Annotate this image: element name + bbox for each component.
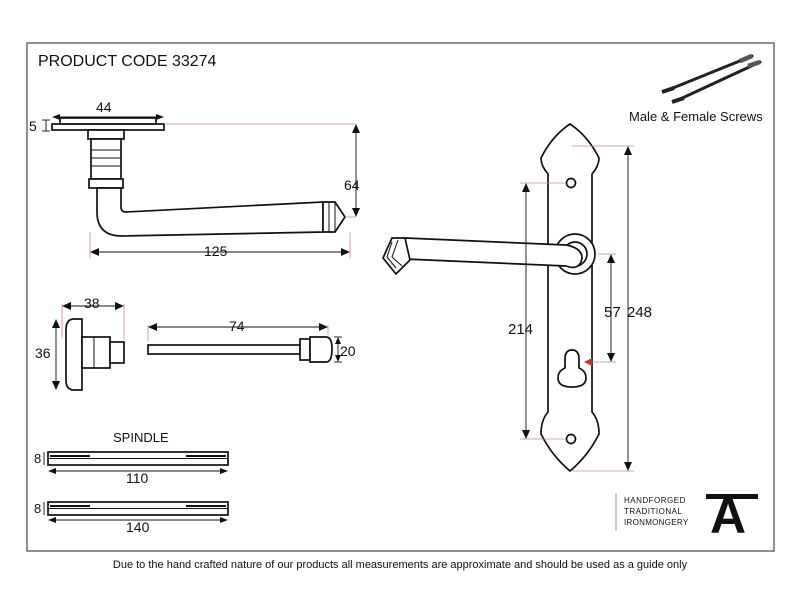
backplate-centres-dim: 214 (508, 321, 533, 338)
backplate-bathroom-dim: 57 (604, 304, 621, 321)
drawing-frame (26, 42, 775, 552)
footer-disclaimer: Due to the hand crafted nature of our pr… (113, 559, 688, 571)
brand-logo-bar (706, 494, 758, 499)
spindle-short-thickness-dim: 8 (34, 451, 41, 466)
release-spindle-view (147, 336, 333, 363)
spindle-label: SPINDLE (113, 430, 169, 445)
spindle-long-length-dim: 140 (126, 519, 150, 535)
spindle-long-view (47, 501, 229, 516)
turn-width-dim: 38 (84, 295, 100, 311)
spindle-long-thickness-dim: 8 (34, 501, 41, 516)
spindle-short-view (47, 451, 229, 466)
screws-icon (661, 53, 762, 104)
lever-plate-dim: 5 (29, 118, 37, 134)
backplate-height-dim: 248 (627, 304, 652, 321)
lever-length-dim: 125 (204, 243, 228, 259)
lever-side-view (51, 117, 347, 237)
release-length-dim: 74 (229, 318, 245, 334)
screws-label: Male & Female Screws (629, 109, 763, 124)
spindle-short-length-dim: 110 (126, 470, 149, 486)
lever-rose-width-dim: 44 (96, 99, 112, 115)
brand-line-2: TRADITIONAL (624, 507, 682, 516)
brand-line-1: HANDFORGED (624, 496, 686, 505)
thumb-turn-view (65, 318, 125, 391)
product-code: PRODUCT CODE 33274 (38, 53, 217, 70)
backplate-front-view (382, 122, 600, 473)
brand-line-3: IRONMONGERY (624, 518, 689, 527)
turn-height-dim: 36 (35, 345, 51, 361)
release-diameter-dim: 20 (340, 343, 356, 359)
lever-height-dim: 64 (344, 177, 360, 193)
